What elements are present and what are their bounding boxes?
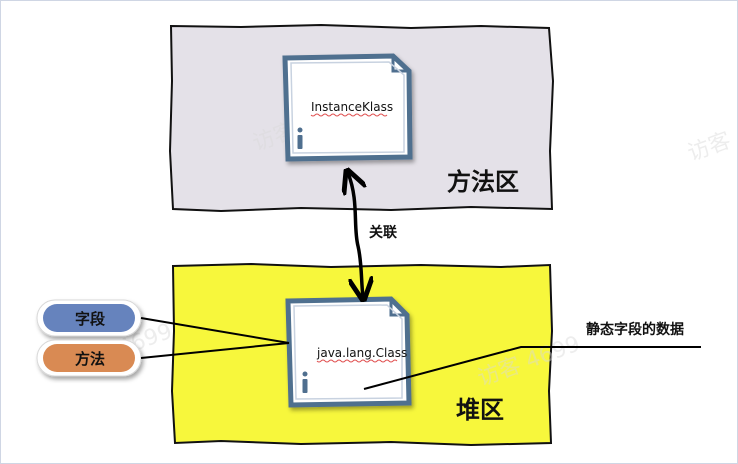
java-lang-class-document: java.lang.Class	[285, 296, 412, 408]
instanceklass-label: InstanceKlass	[311, 100, 393, 114]
info-icon	[297, 127, 303, 149]
method-pill: 方法	[36, 339, 142, 377]
field-pill: 字段	[36, 299, 142, 337]
field-connector-line	[140, 317, 290, 344]
method-connector-line	[140, 342, 290, 359]
info-icon	[302, 371, 308, 393]
instanceklass-document: InstanceKlass	[282, 53, 413, 162]
method-area-title: 方法区	[447, 168, 519, 196]
association-label: 关联	[369, 224, 398, 241]
field-pill-label: 字段	[75, 310, 105, 328]
watermark-2: 访客	[685, 128, 735, 167]
heap-title: 堆区	[456, 396, 504, 424]
association-arrow	[348, 173, 363, 297]
method-pill-label: 方法	[75, 350, 105, 368]
static-field-connector-line	[363, 346, 701, 390]
java-lang-class-label: java.lang.Class	[316, 346, 407, 360]
static-field-data-label: 静态字段的数据	[586, 321, 684, 338]
